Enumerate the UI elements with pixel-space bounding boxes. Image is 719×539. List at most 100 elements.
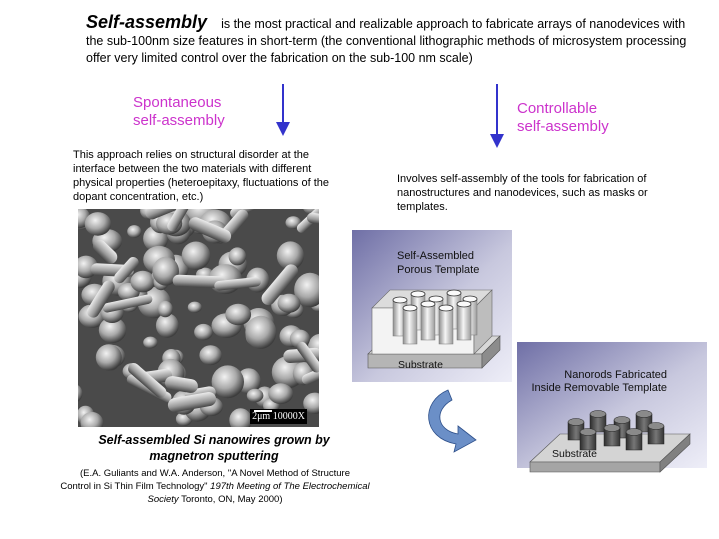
nanowire-blob <box>95 344 122 371</box>
panel2-title-line1: Nanorods Fabricated <box>564 369 667 381</box>
controllable-heading: Controllable self-assembly <box>517 100 609 136</box>
nanowire-blob <box>194 323 213 341</box>
panel1-title-line1: Self-Assembled <box>397 250 475 262</box>
template-pore <box>438 307 454 345</box>
nanorod-top <box>647 422 665 430</box>
right-down-arrow-icon <box>490 84 504 148</box>
nanowire-blob <box>181 241 211 270</box>
nanorods-panel <box>517 342 707 473</box>
nanowire-rod <box>114 257 139 284</box>
nanowire-blob <box>130 270 156 293</box>
nanowire-rod <box>167 209 195 232</box>
template-pore-top <box>438 304 454 312</box>
sem-scale-bar: 2μm 10000X <box>250 409 307 424</box>
panel1-title: Self-Assembled Porous Template <box>397 249 479 277</box>
nanowire-rod <box>167 391 217 413</box>
sem-caption: Self-assembled Si nanowires grown by mag… <box>66 432 362 464</box>
spontaneous-heading-line2: self-assembly <box>133 112 225 129</box>
nanowire-rod <box>87 280 115 318</box>
nanorod-top <box>613 416 631 424</box>
template-pore-top <box>446 289 462 297</box>
nanowire-rod <box>261 264 298 306</box>
spontaneous-heading-line1: Spontaneous <box>133 94 222 111</box>
panel2-title: Nanorods Fabricated Inside Removable Tem… <box>514 369 667 395</box>
nanowire-blob <box>211 365 244 399</box>
panel2-substrate-label: Substrate <box>552 448 597 460</box>
template-pore-top <box>420 300 436 308</box>
nanowire-blob <box>84 212 112 236</box>
nanowire-blob <box>187 301 202 313</box>
controllable-heading-line1: Controllable <box>517 100 598 117</box>
nanowire-blob <box>268 383 294 405</box>
citation-end: Toronto, ON, May 2000) <box>181 494 283 505</box>
citation: (E.A. Guliants and W.A. Anderson, "A Nov… <box>50 467 380 506</box>
nanowire-blob <box>303 392 319 414</box>
nanowire-rod <box>296 341 319 373</box>
nanowire-blob <box>229 408 252 427</box>
template-pore-top <box>428 295 444 303</box>
nanowire-blob <box>246 388 264 403</box>
nanorod-top <box>579 428 597 436</box>
nanowire-blob <box>199 345 222 366</box>
nanowire-rod <box>214 277 261 291</box>
template-pore-top <box>402 304 418 312</box>
nanowire-blob <box>152 256 179 286</box>
sem-micrograph <box>78 209 319 427</box>
nanorod-top <box>603 424 621 432</box>
nanowire-blob <box>225 303 252 326</box>
nanowire-blob <box>80 411 104 427</box>
nanowire-rod <box>128 363 167 398</box>
nanowire-rod <box>102 294 153 313</box>
nanowire-rod <box>306 212 319 226</box>
nanowire-blob <box>228 247 247 266</box>
porous-template-panel <box>352 230 512 382</box>
nanowire-rod <box>172 274 226 289</box>
sem-scale-label: 2μm 10000X <box>252 411 305 422</box>
nanorod-top <box>635 410 653 418</box>
nanowire-rod <box>188 217 232 243</box>
nanowire-rod <box>145 209 185 220</box>
nanowire-blob <box>294 272 319 308</box>
nanowire-blob <box>285 216 302 229</box>
nanowire-blob <box>78 385 83 402</box>
nanowire-rod <box>92 239 118 264</box>
nanowire-blob <box>276 241 304 270</box>
left-down-arrow-icon <box>276 84 290 136</box>
template-pore-top <box>410 290 426 298</box>
caption-line2: magnetron sputtering <box>149 449 279 463</box>
template-pore-top <box>456 300 472 308</box>
template-pore <box>456 303 472 341</box>
panel1-title-line2: Porous Template <box>397 264 480 276</box>
nanowire-blob <box>155 313 179 338</box>
nanorod-top <box>589 410 607 418</box>
template-pore-top <box>392 296 408 304</box>
citation-line2: Control in Si Thin Film Technology" <box>60 481 208 492</box>
nanowire-blob <box>277 293 301 313</box>
curved-arrow-icon <box>428 389 477 453</box>
nanowire-blob <box>127 225 142 238</box>
caption-line1: Self-assembled Si nanowires grown by <box>98 433 330 447</box>
nanowire-image <box>78 209 319 427</box>
spontaneous-heading: Spontaneous self-assembly <box>133 94 225 130</box>
intro-keyword: Self-assembly <box>86 12 208 32</box>
intro-text: is the most practical and realizable app… <box>86 17 687 65</box>
nanorod-top <box>625 428 643 436</box>
nanowire-blob <box>98 317 127 344</box>
nanowire-blob <box>143 336 158 349</box>
panel1-substrate-label: Substrate <box>398 359 443 371</box>
citation-line1: (E.A. Guliants and W.A. Anderson, "A Nov… <box>79 468 351 479</box>
nanowire-blob <box>157 300 173 318</box>
controllable-heading-line2: self-assembly <box>517 118 609 135</box>
controllable-description: Involves self-assembly of the tools for … <box>397 173 648 213</box>
nanorod-top <box>567 418 585 426</box>
nanowire-rod <box>301 355 319 385</box>
citation-journal: 197th Meeting of The Electrochemical Soc… <box>147 481 370 505</box>
panel2-title-line2: Inside Removable Template <box>531 382 667 394</box>
nanowire-blob <box>245 315 277 349</box>
template-diagram <box>352 230 707 473</box>
template-pore <box>420 303 436 341</box>
spontaneous-description: This approach relies on structural disor… <box>73 149 329 203</box>
nanowire-rod <box>165 376 198 393</box>
template-pore <box>402 307 418 345</box>
